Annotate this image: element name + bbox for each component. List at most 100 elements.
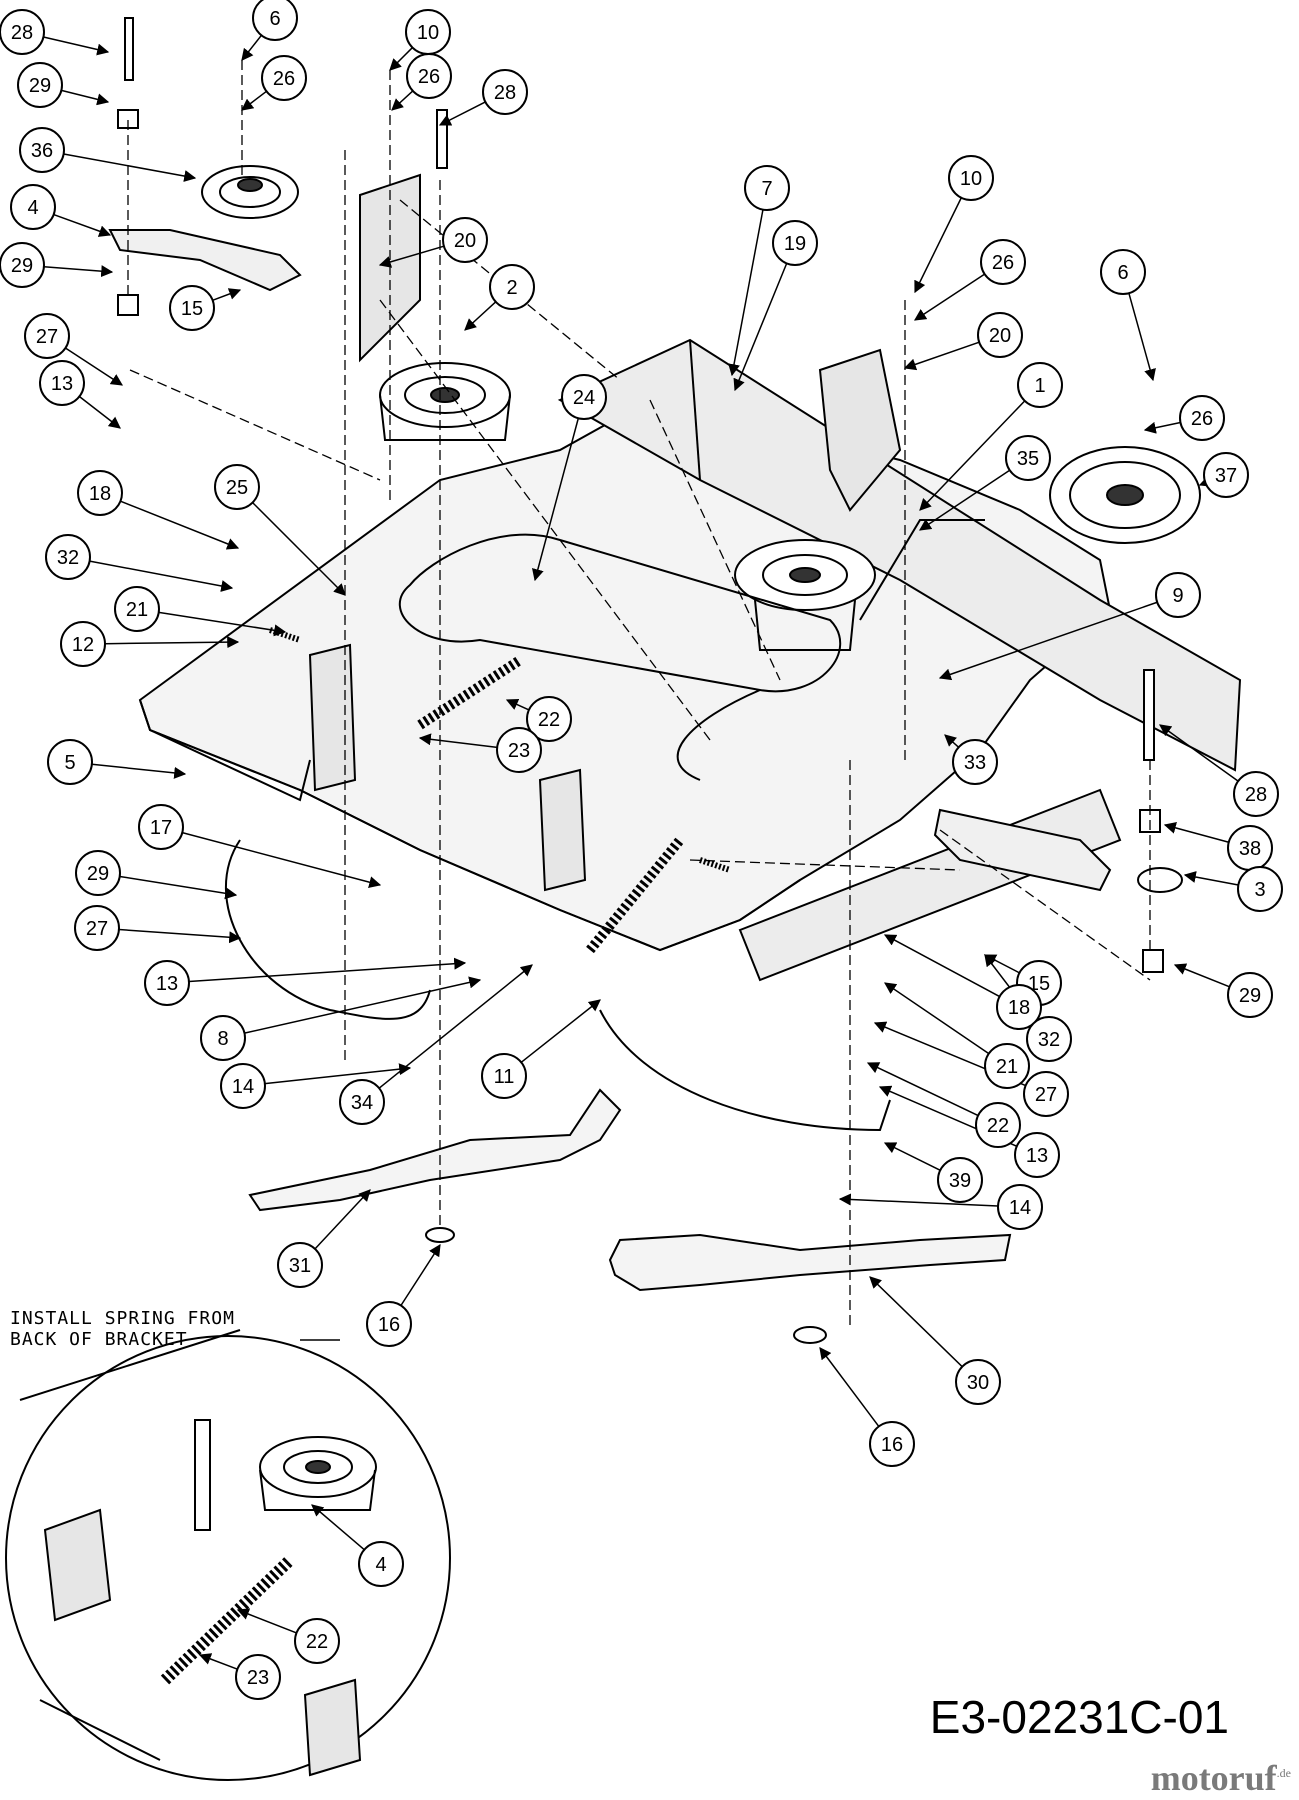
callout-circle: [948, 155, 994, 201]
callout-circle: [19, 127, 65, 173]
install-note-line1: INSTALL SPRING FROM: [10, 1308, 235, 1329]
callout-28: 28: [482, 69, 528, 115]
leader-line: [1143, 421, 1181, 434]
callout-label: 37: [1215, 465, 1237, 487]
leader-line: [120, 500, 240, 550]
callout-circle: [10, 184, 56, 230]
callout-23: 23: [496, 727, 542, 773]
leader-line: [378, 245, 445, 268]
callout-2: 2: [489, 264, 535, 310]
callout-label: 28: [494, 82, 516, 104]
install-note-line2: BACK OF BRACKET: [10, 1329, 188, 1350]
callout-circle: [975, 1102, 1021, 1148]
leader-line: [182, 831, 382, 889]
callout-label: 22: [306, 1631, 328, 1653]
leader-line: [464, 301, 497, 331]
callout-21: 21: [114, 586, 160, 632]
callout-label: 8: [217, 1028, 228, 1050]
callout-label: 32: [57, 547, 79, 569]
callout-27: 27: [74, 905, 120, 951]
callout-label: 5: [64, 752, 75, 774]
callout-label: 22: [987, 1115, 1009, 1137]
callout-circle: [0, 9, 45, 55]
callout-8: 8: [200, 1015, 246, 1061]
leader-line: [938, 601, 1158, 681]
leader-line: [61, 89, 110, 106]
assembly-lines: [127, 60, 1151, 1330]
callout-label: 27: [86, 918, 108, 940]
callout-label: 10: [960, 168, 982, 190]
callout-circle: [1233, 771, 1279, 817]
callout-label: 34: [351, 1092, 373, 1114]
leader-line: [89, 560, 234, 592]
callout-13: 13: [39, 360, 85, 406]
callout-circle: [996, 984, 1042, 1030]
callout-16: 16: [869, 1421, 915, 1467]
callout-27: 27: [24, 313, 70, 359]
callout-label: 11: [494, 1066, 515, 1088]
callout-label: 28: [1245, 784, 1267, 806]
mower-deck: [108, 17, 1242, 1344]
callout-27: 27: [1023, 1071, 1069, 1117]
callout-23: 23: [235, 1654, 281, 1700]
callout-label: 14: [1009, 1197, 1031, 1219]
callout-label: 26: [1191, 408, 1213, 430]
callout-circle: [489, 264, 535, 310]
callout-label: 18: [89, 483, 111, 505]
leader-line: [91, 763, 187, 779]
leader-line: [883, 1142, 941, 1171]
callout-label: 7: [761, 178, 772, 200]
leader-line: [531, 418, 580, 582]
leader-line: [104, 636, 240, 649]
callout-label: 10: [417, 22, 439, 44]
leader-line: [1173, 963, 1230, 988]
callout-29: 29: [1227, 972, 1273, 1018]
callout-circle: [277, 1242, 323, 1288]
callout-circle: [17, 62, 63, 108]
callout-label: 12: [72, 634, 94, 656]
callout-14: 14: [220, 1063, 266, 1109]
leader-line: [505, 698, 530, 711]
callout-29: 29: [75, 850, 121, 896]
callout-circle: [214, 464, 260, 510]
callout-label: 20: [989, 325, 1011, 347]
callout-10: 10: [405, 9, 451, 55]
leader-line: [438, 101, 486, 126]
leader-lines: [43, 34, 1239, 1670]
callout-circle: [442, 217, 488, 263]
callout-circle: [366, 1301, 412, 1347]
leader-line: [919, 400, 1026, 511]
callout-circle: [74, 905, 120, 951]
leader-line: [43, 36, 110, 56]
leader-line: [418, 733, 498, 749]
callout-circle: [406, 53, 452, 99]
callout-label: 20: [454, 230, 476, 252]
leader-line: [241, 90, 267, 111]
callout-circle: [144, 960, 190, 1006]
callout-label: 14: [232, 1076, 254, 1098]
leader-line: [869, 1276, 963, 1368]
callout-label: 30: [967, 1372, 989, 1394]
callout-circle: [39, 360, 85, 406]
callout-11: 11: [481, 1053, 527, 1099]
callout-circle: [526, 696, 572, 742]
callout-33: 33: [952, 739, 998, 785]
drawing-code: E3-02231C-01: [929, 1691, 1229, 1743]
leader-line: [819, 1347, 880, 1427]
callout-label: 2: [506, 277, 517, 299]
callout-label: 6: [1117, 262, 1128, 284]
install-note: INSTALL SPRING FROM BACK OF BRACKET: [10, 1308, 235, 1350]
leader-line: [244, 976, 482, 1034]
callout-label: 24: [573, 387, 595, 409]
leader-line: [1159, 724, 1239, 782]
callout-circle: [744, 165, 790, 211]
leader-line: [241, 34, 262, 61]
callout-circle: [45, 534, 91, 580]
leader-line: [1128, 292, 1156, 382]
callout-label: 16: [881, 1434, 903, 1456]
leader-line: [188, 957, 467, 983]
leader-line: [119, 875, 238, 900]
callout-18: 18: [77, 470, 123, 516]
callout-29: 29: [0, 242, 45, 288]
